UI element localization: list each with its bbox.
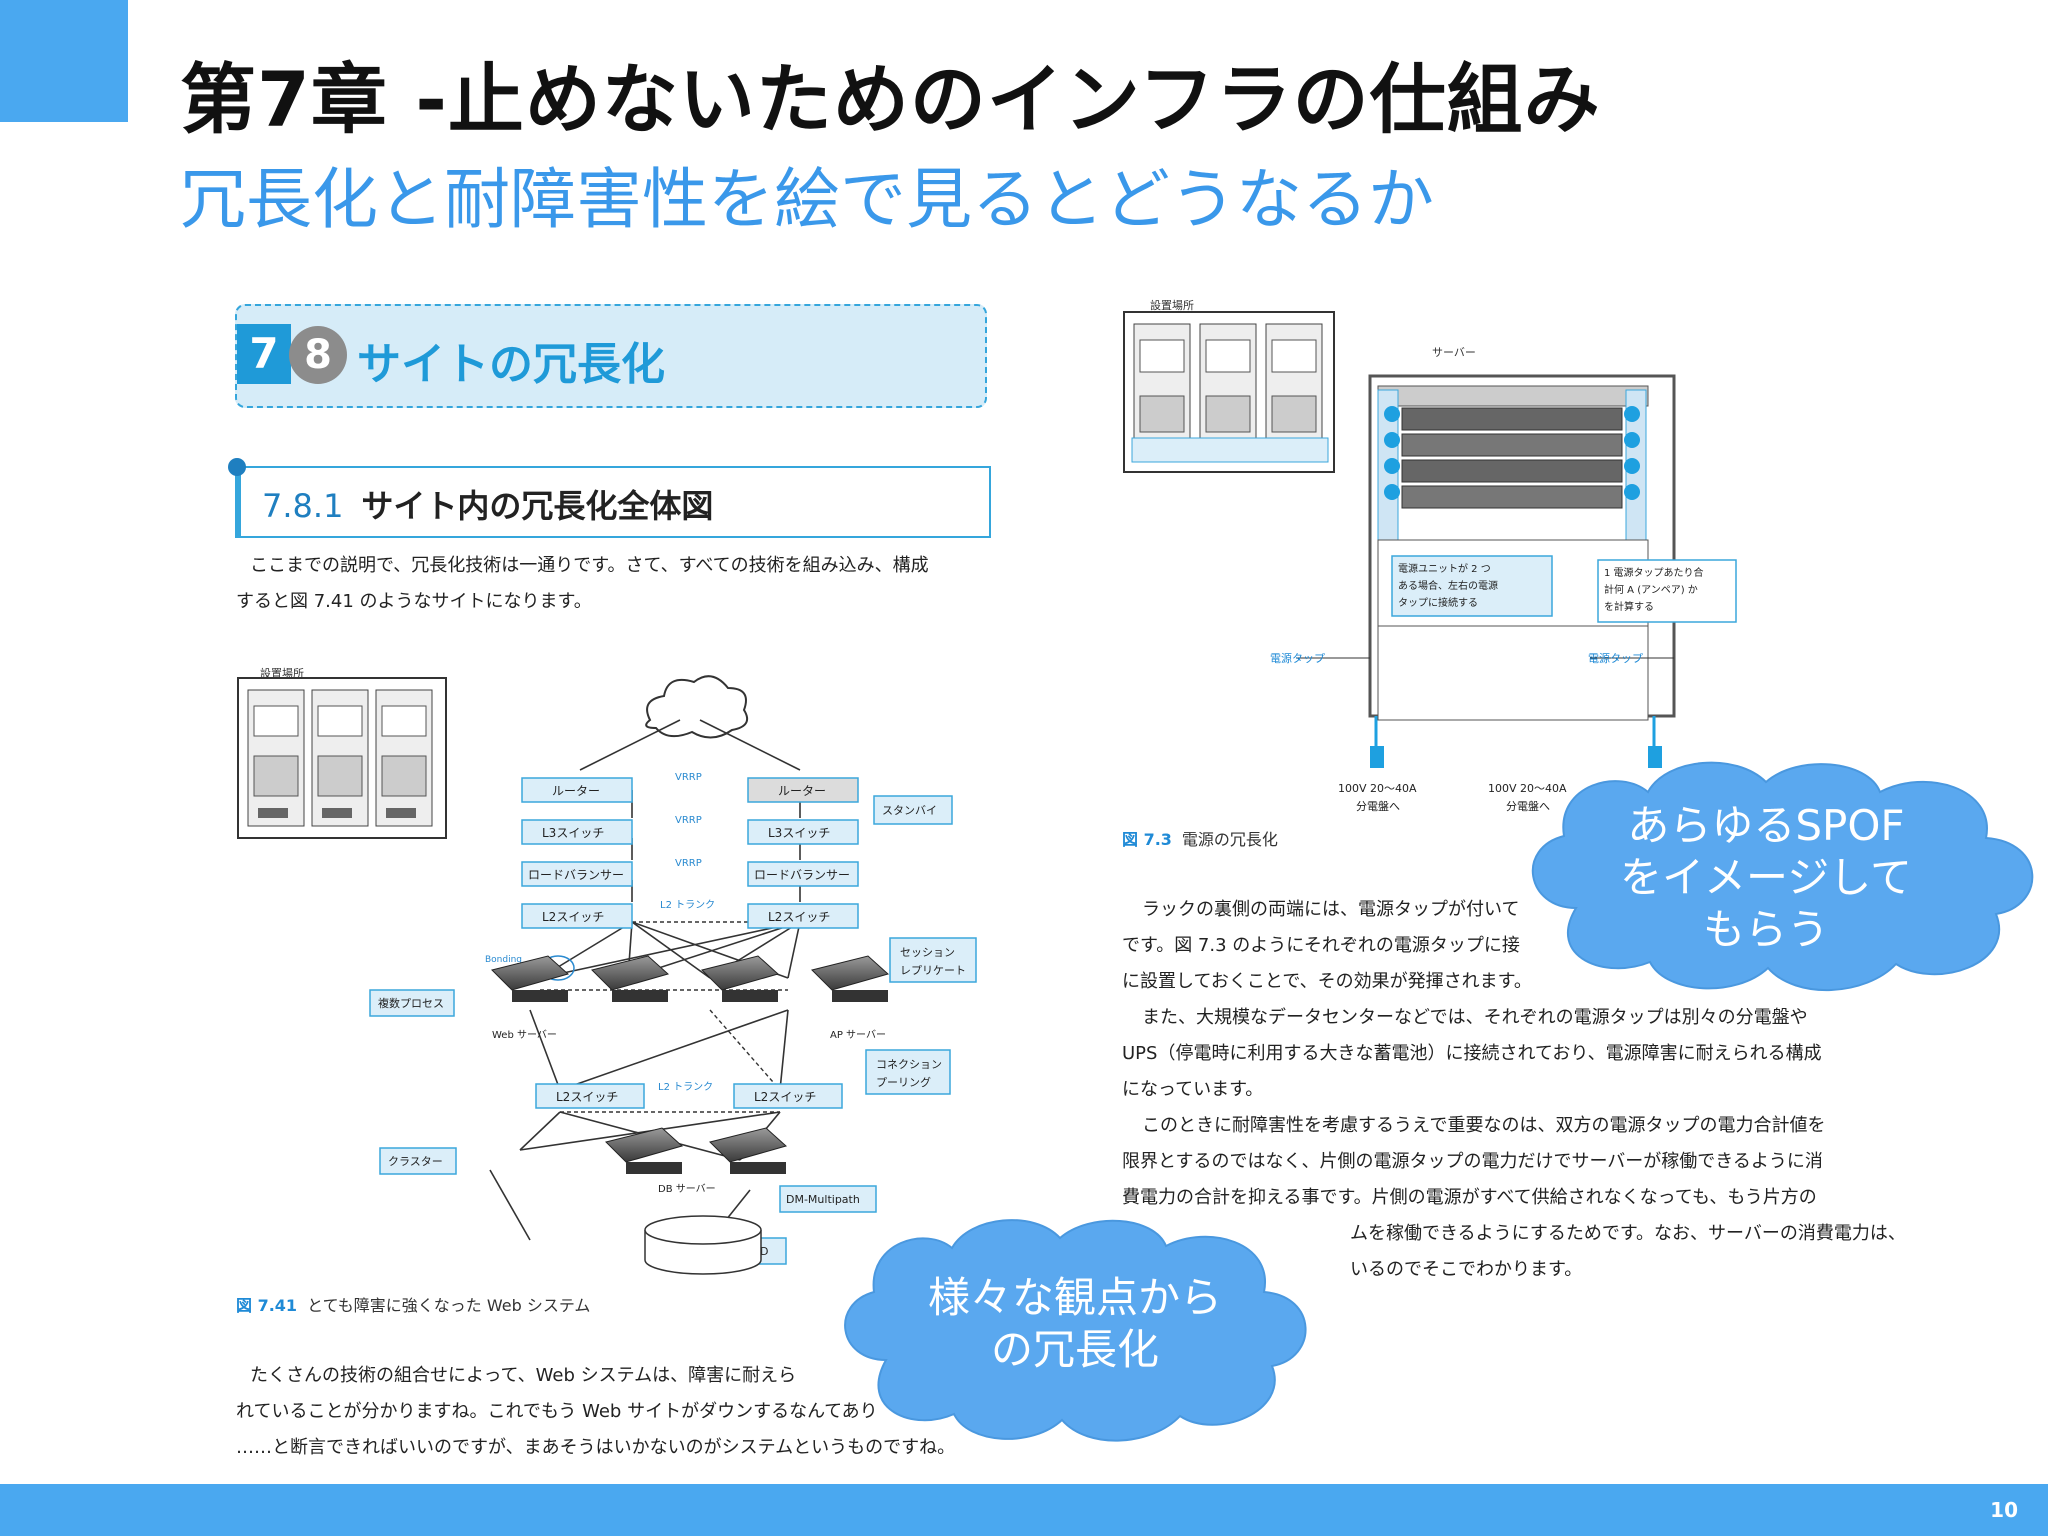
db-server-label: DB サーバー [658,1183,716,1195]
conn-pool-callout-1: コネクション [876,1058,942,1071]
note-left-line-2: ある場合、左右の電源 [1398,579,1498,592]
fig-73-caption: 図 7.3 電源の冗長化 [1122,826,1278,850]
section-number: 7 [237,324,291,384]
router-standby-box: ルーター [778,784,826,798]
right-line-5: UPS（停電時に利用する大きな蓄電池）に接続されており、電源障害に耐えられる構成 [1122,1043,1822,1064]
lb-left: ロードバランサー [528,868,624,882]
raid-storage-icon [644,1215,762,1275]
fig-741-text: とても障害に強くなった Web システム [307,1296,591,1315]
subsection-number: 7.8.1 [262,487,344,525]
note-right-line-2: 計何 A (アンペア) か [1604,583,1698,596]
right-line-11: いるのでそこでわかります。 [1350,1259,1583,1280]
building-label: 設置場所 [260,666,304,680]
right-line-1: ラックの裏側の両端には、電源タップが付いて [1142,899,1520,920]
dm-multipath-callout: DM-Multipath [786,1193,860,1206]
right-line-7: このときに耐障害性を考慮するうえで重要なのは、双方の電源タップの電力合計値を [1142,1115,1826,1136]
conn-pool-callout-2: プーリング [876,1075,931,1089]
l2-switch-left: L2スイッチ [542,910,604,924]
router-box: ルーター [552,784,600,798]
fig-73-text: 電源の冗長化 [1181,830,1278,849]
tap-left-label: 電源タップ [1270,651,1325,665]
building-label-right: 設置場所 [1150,298,1194,312]
standby-callout: スタンバイ [882,804,937,817]
subsection-dot [228,458,246,476]
l2-switch-lower-right: L2スイッチ [754,1090,816,1104]
cloud-perspectives-line-2: の冗長化 [990,1325,1159,1374]
cloud-callout-perspectives [844,1219,1307,1442]
server-icons [491,955,890,1174]
l2-switch-right: L2スイッチ [768,910,830,924]
right-line-10: ムを稼働できるようにするためです。なお、サーバーの消費電力は、 [1350,1223,1906,1244]
right-line-6: になっています。 [1122,1079,1264,1100]
fig-741-caption: 図 7.41 とても障害に強くなった Web システム [236,1292,590,1316]
server-label: サーバー [1432,346,1476,359]
intro-line-1: ここまでの説明で、冗長化技術は一通りです。さて、すべての技術を組み込み、構成 [250,555,929,576]
fig-741-number: 図 7.41 [236,1296,298,1315]
note-right-line-3: を計算する [1604,600,1654,613]
multi-process-callout: 複数プロセス [378,996,444,1010]
cloud-perspectives-line-1: 様々な観点から [927,1273,1222,1322]
l2-switch-lower-left: L2スイッチ [556,1090,618,1104]
power-right-1: 100V 20～40A [1488,782,1567,795]
bottom-line-2: れていることが分かりますね。これでもう Web サイトがダウンするなんてあり [236,1401,878,1422]
right-line-8: 限界とするのではなく、片側の電源タップの電力だけでサーバーが稼働できるように消 [1122,1151,1823,1172]
section-circle-number: 8 [289,326,347,384]
note-left-line-1: 電源ユニットが 2 つ [1398,562,1491,575]
cloud-spof-line-1: あらゆるSPOF [1627,801,1905,850]
fig-73-number: 図 7.3 [1122,830,1172,849]
right-line-4: また、大規模なデータセンターなどでは、それぞれの電源タップは別々の分電盤や [1142,1007,1808,1028]
corner-accent [0,0,128,122]
ap-server-label: AP サーバー [830,1029,886,1041]
web-server-label: Web サーバー [492,1029,557,1041]
vrrp-label-1: VRRP [675,772,702,783]
l3-switch-right: L3スイッチ [768,826,830,840]
vrrp-label-3: VRRP [675,858,702,869]
cluster-callout: クラスター [388,1155,443,1168]
l2-trunk-label-2: L2 トランク [658,1081,713,1093]
cloud-spof-line-2: をイメージして [1620,853,1912,902]
page-number: 10 [1990,1498,2018,1522]
cloud-perspectives-text: 様々な観点から の冗長化 [870,1272,1280,1376]
intro-line-2: すると図 7.41 のようなサイトになります。 [236,591,592,612]
cloud-spof-line-3: もらう [1702,905,1829,954]
building-icon [237,677,447,839]
note-right-line-1: 1 電源タップあたり合 [1604,566,1704,579]
right-line-9: 費電力の合計を抑える事です。片側の電源がすべて供給されなくなっても、もう片方の [1122,1187,1817,1208]
footer-bar: 10 [0,1484,2048,1536]
slide-title: 第7章 -止めないためのインフラの仕組み [180,55,1601,144]
l3-switch-left: L3スイッチ [542,826,604,840]
lb-right: ロードバランサー [754,868,850,882]
session-callout-1: セッション [900,946,955,959]
power-left-2: 分電盤へ [1356,800,1400,813]
right-line-2: です。図 7.3 のようにそれぞれの電源タップに接 [1122,935,1520,956]
cloud-callout-spof [1531,761,2034,992]
l2-trunk-label-1: L2 トランク [660,899,715,911]
session-callout-2: レプリケート [900,964,966,977]
subsection-heading: 7.8.1 サイト内の冗長化全体図 [262,481,713,527]
subsection-title: サイト内の冗長化全体図 [361,487,714,525]
power-redundancy-diagram: 設置場所 サーバー 電源ユニットが 2 つ ある場合、左右の電源 タップ [1123,298,1737,813]
bonding-label: Bonding [485,955,522,965]
bottom-line-3: ……と断言できればいいのですが、まあそうはいかないのがシステムというものですね。 [236,1437,956,1458]
internet-cloud-icon [645,675,748,739]
building-icon-right [1123,311,1335,473]
tap-right-label: 電源タップ [1588,651,1643,665]
bottom-line-1: たくさんの技術の組合せによって、Web システムは、障害に耐えら [250,1365,797,1386]
vrrp-label-2: VRRP [675,815,702,826]
section-header: 7 8 サイトの冗長化 [235,304,987,408]
cloud-spof-text: あらゆるSPOF をイメージして もらう [1556,800,1976,956]
power-right-2: 分電盤へ [1506,800,1550,813]
note-left-line-3: タップに接続する [1398,596,1478,609]
right-line-3: に設置しておくことで、その効果が発揮されます。 [1122,971,1532,992]
section-title: サイトの冗長化 [357,339,665,390]
slide-subtitle: 冗長化と耐障害性を絵で見るとどうなるか [180,161,1434,238]
subsection-header [235,466,991,538]
power-left-1: 100V 20～40A [1338,782,1417,795]
web-system-diagram: 設置場所 [237,666,977,1275]
